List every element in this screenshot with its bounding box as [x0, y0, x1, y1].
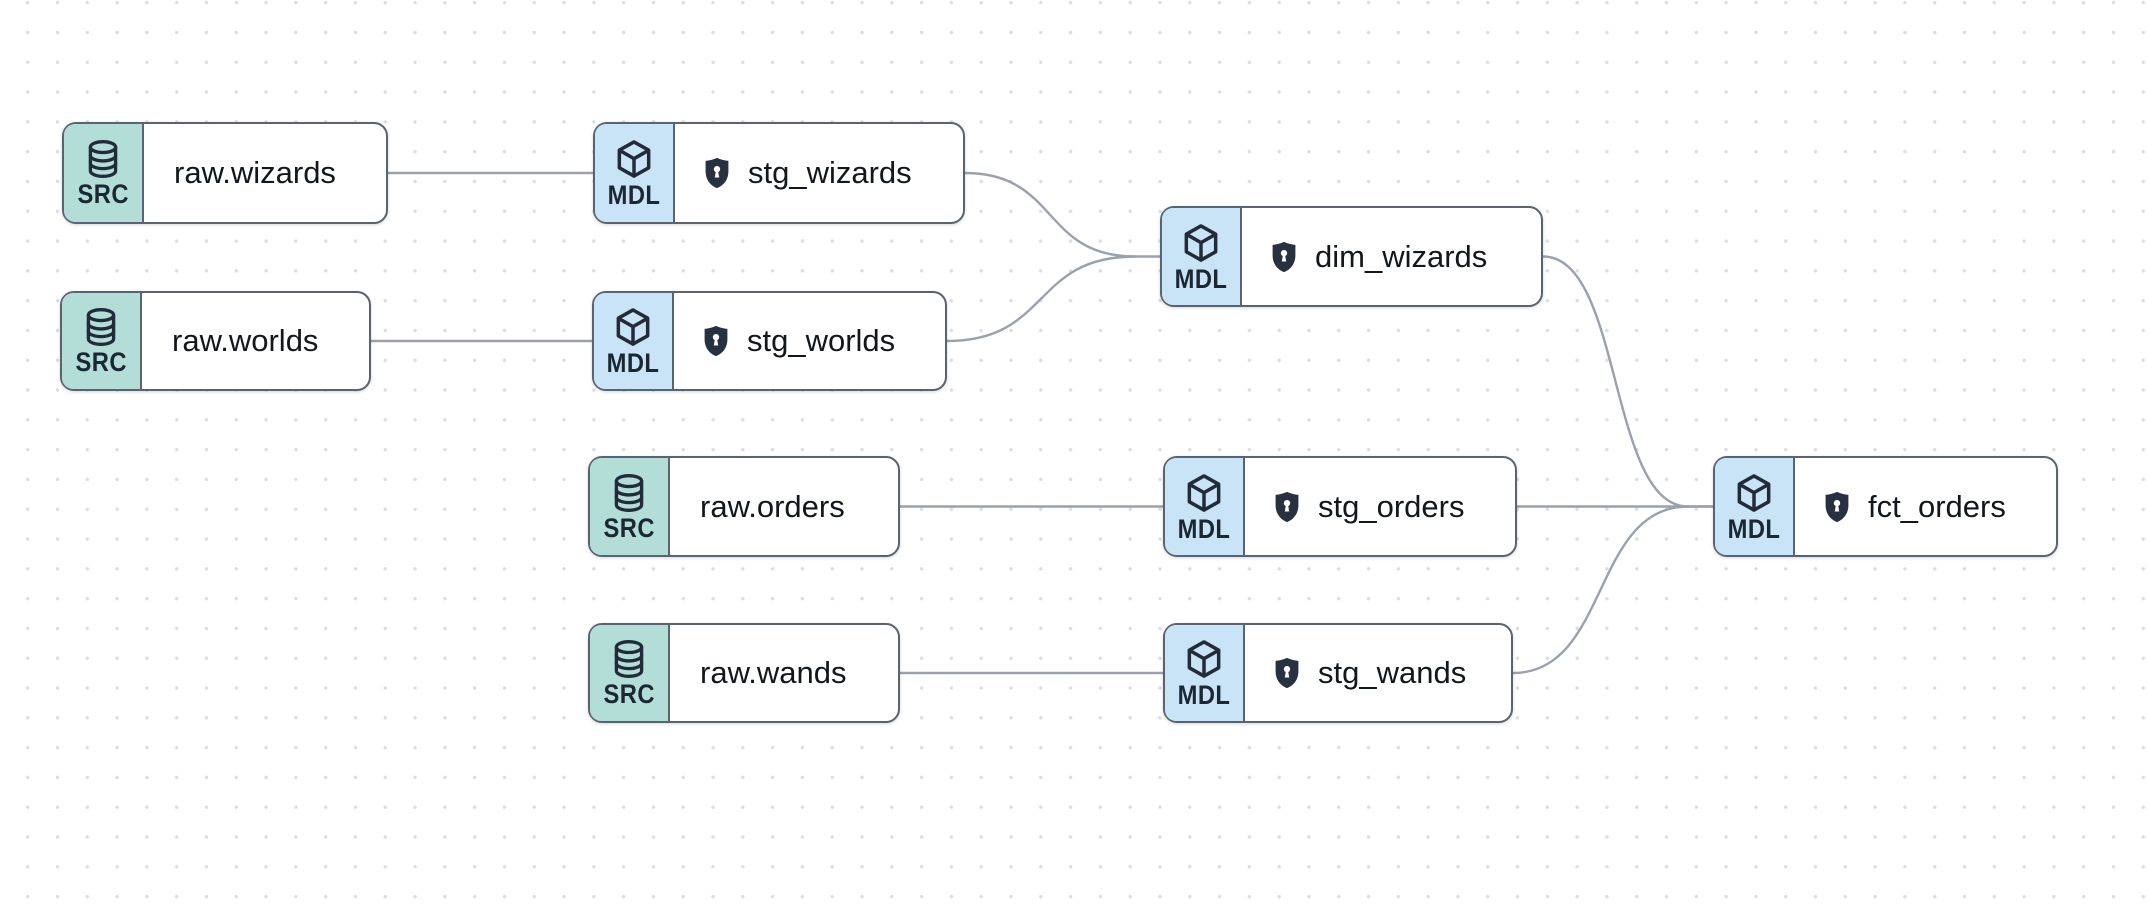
node-label: stg_orders: [1318, 488, 1465, 524]
node-type-badge: MDL: [1165, 458, 1245, 555]
cube-icon: [617, 140, 651, 178]
database-icon: [614, 473, 644, 512]
node-type-label: MDL: [1727, 513, 1781, 544]
node-raw.orders[interactable]: SRC raw.orders: [588, 456, 900, 557]
node-body: raw.orders: [670, 458, 898, 555]
node-type-label: MDL: [607, 180, 661, 210]
database-icon: [88, 140, 118, 178]
node-type-badge: SRC: [590, 458, 670, 555]
node-type-badge: MDL: [595, 124, 675, 222]
node-type-label: SRC: [603, 512, 655, 543]
node-type-badge: SRC: [590, 625, 670, 721]
node-body: raw.wands: [670, 625, 898, 721]
node-body: dim_wizards: [1242, 208, 1541, 305]
node-stg_orders[interactable]: MDL stg_orders: [1163, 456, 1517, 557]
node-stg_wizards[interactable]: MDL stg_wizards: [593, 122, 965, 224]
node-raw.wizards[interactable]: SRC raw.wizards: [62, 122, 388, 224]
node-type-label: MDL: [606, 348, 660, 378]
node-fct_orders[interactable]: MDL fct_orders: [1713, 456, 2058, 557]
node-type-label: MDL: [1174, 263, 1228, 294]
cube-icon: [1737, 473, 1771, 512]
cube-icon: [616, 308, 650, 346]
node-stg_worlds[interactable]: MDL stg_worlds: [592, 291, 947, 391]
node-body: raw.worlds: [142, 293, 369, 389]
node-type-badge: SRC: [62, 293, 142, 389]
node-label: stg_worlds: [747, 323, 896, 358]
node-body: stg_worlds: [674, 293, 945, 389]
shield-lock-icon: [1825, 491, 1849, 522]
node-type-label: SRC: [77, 179, 129, 209]
node-dim_wizards[interactable]: MDL dim_wizards: [1160, 206, 1543, 307]
node-raw.worlds[interactable]: SRC raw.worlds: [60, 291, 371, 391]
shield-lock-icon: [704, 325, 728, 357]
node-label: fct_orders: [1868, 488, 2006, 524]
shield-lock-icon: [1275, 657, 1299, 689]
node-label: raw.worlds: [172, 323, 319, 358]
node-type-badge: MDL: [1165, 625, 1245, 721]
shield-lock-icon: [1272, 241, 1296, 272]
cube-icon: [1184, 223, 1218, 262]
database-icon: [86, 308, 116, 346]
node-type-badge: SRC: [64, 124, 144, 222]
node-body: stg_orders: [1245, 458, 1515, 555]
shield-lock-icon: [705, 157, 729, 189]
node-type-label: MDL: [1177, 513, 1231, 544]
node-stg_wands[interactable]: MDL stg_wands: [1163, 623, 1513, 723]
cube-icon: [1187, 640, 1221, 678]
node-type-label: SRC: [603, 679, 655, 709]
node-type-badge: MDL: [1162, 208, 1242, 305]
node-body: fct_orders: [1795, 458, 2056, 555]
node-label: dim_wizards: [1315, 238, 1488, 274]
node-body: raw.wizards: [144, 124, 386, 222]
node-raw.wands[interactable]: SRC raw.wands: [588, 623, 900, 723]
node-type-label: MDL: [1177, 680, 1231, 710]
node-label: raw.wizards: [174, 155, 336, 190]
node-label: raw.wands: [700, 655, 847, 690]
node-label: raw.orders: [700, 488, 845, 524]
node-body: stg_wands: [1245, 625, 1511, 721]
node-body: stg_wizards: [675, 124, 963, 222]
database-icon: [614, 640, 644, 678]
cube-icon: [1187, 473, 1221, 512]
shield-lock-icon: [1275, 491, 1299, 522]
node-label: stg_wands: [1318, 655, 1467, 690]
node-type-label: SRC: [75, 347, 127, 377]
node-type-badge: MDL: [594, 293, 674, 389]
node-type-badge: MDL: [1715, 458, 1795, 555]
node-label: stg_wizards: [748, 155, 912, 190]
